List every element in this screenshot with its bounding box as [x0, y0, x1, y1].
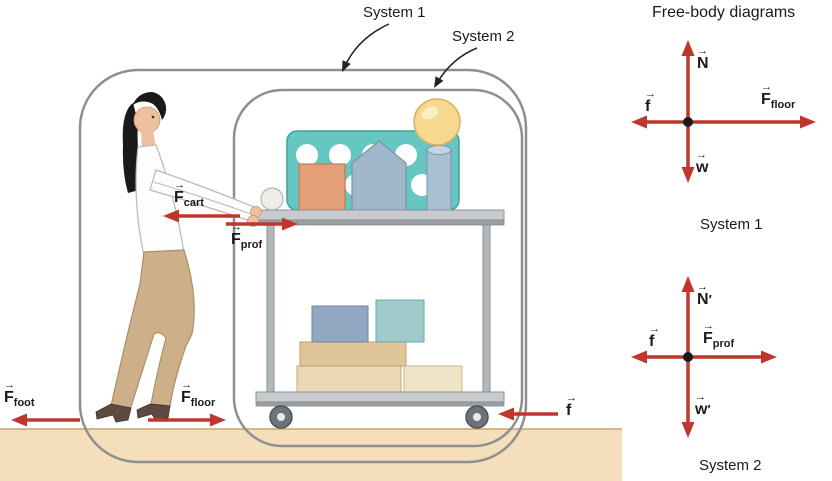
fprof-arrow — [226, 217, 298, 231]
shoe-back — [95, 403, 132, 423]
cart-post-left — [266, 214, 275, 398]
fbd2-fprof-arrow — [688, 350, 777, 364]
fbd1-label-normal: →N — [697, 45, 709, 72]
cargo-boxes — [296, 299, 463, 393]
label-friction: →f — [566, 392, 577, 419]
fbd1-normal-arrow — [681, 40, 695, 122]
fbd1-weight-arrow — [681, 122, 695, 183]
vector-hat-icon: → — [696, 149, 707, 161]
system2-callout-label: System 2 — [452, 28, 515, 45]
wheel-right — [465, 405, 489, 429]
fbd1-friction-arrow — [631, 115, 688, 129]
label-f-cart: →Fcart — [174, 179, 204, 210]
fbd2-caption: System 2 — [699, 457, 762, 474]
fbd1-particle-dot — [683, 117, 693, 127]
fbd2-label-friction: →f — [649, 323, 660, 350]
vector-hat-icon: → — [4, 379, 15, 391]
system2-boundary — [232, 88, 524, 448]
system2-callout-arrow — [434, 47, 478, 88]
woman — [95, 92, 262, 423]
small-sphere — [260, 187, 284, 211]
friction-arrow — [498, 407, 558, 421]
label-f-floor: →Ffloor — [181, 379, 216, 410]
vector-hat-icon: → — [181, 379, 192, 391]
pants — [110, 249, 195, 411]
cylinder — [426, 145, 452, 211]
fbd1-label-ffloor: →Ffloor — [761, 81, 796, 112]
vector-hat-icon: → — [231, 221, 242, 233]
wheel-left — [269, 405, 293, 429]
head — [133, 106, 161, 134]
bottom-shelf — [255, 391, 505, 407]
system1-callout-arrow — [342, 23, 390, 72]
cart-post-right — [482, 214, 491, 398]
fcart-arrow — [163, 209, 240, 223]
free-body-diagrams-title: Free-body diagrams — [652, 4, 796, 21]
shoe-front — [136, 403, 171, 422]
label-f-foot: →Ffoot — [4, 379, 35, 410]
vector-hat-icon: → — [566, 392, 577, 404]
vector-hat-icon: → — [697, 45, 708, 57]
fbd1-arrows — [631, 40, 816, 183]
fbd2-weight-arrow — [681, 357, 695, 438]
cart — [255, 98, 505, 429]
eye — [151, 115, 155, 119]
vector-hat-icon: → — [695, 391, 706, 403]
yellow-ball — [413, 98, 461, 146]
vector-hat-icon: → — [645, 88, 656, 100]
fbd2-label-fprof: →Fprof — [703, 320, 735, 351]
neck — [141, 129, 156, 150]
system1-boundary — [78, 68, 528, 464]
arm-divider — [153, 181, 255, 216]
fbd2-label-weight: →w′ — [695, 391, 711, 418]
vector-hat-icon: → — [703, 320, 714, 332]
vector-hat-icon: → — [761, 81, 772, 93]
ffoot-arrow — [11, 413, 80, 427]
fbd2-arrows — [631, 276, 777, 438]
scene-force-arrows — [11, 209, 558, 427]
fbd2-friction-arrow — [631, 350, 688, 364]
box-orange — [298, 163, 346, 211]
hair-top — [132, 92, 167, 120]
ffloor-arrow — [148, 413, 226, 427]
fbd1-label-weight: →w — [696, 149, 709, 176]
fbd1-label-friction: →f — [645, 88, 656, 115]
fbd1-caption: System 1 — [700, 216, 763, 233]
fbd1-ffloor-arrow — [688, 115, 816, 129]
floor — [0, 428, 622, 481]
system1-callout-label: System 1 — [363, 4, 426, 21]
fbd2-label-normal: →N′ — [697, 281, 712, 308]
vector-hat-icon: → — [697, 281, 708, 293]
vector-hat-icon: → — [649, 323, 660, 335]
vector-hat-icon: → — [174, 179, 185, 191]
fbd2-particle-dot — [683, 352, 693, 362]
label-f-prof: →Fprof — [231, 221, 263, 252]
fbd2-normal-arrow — [681, 276, 695, 357]
